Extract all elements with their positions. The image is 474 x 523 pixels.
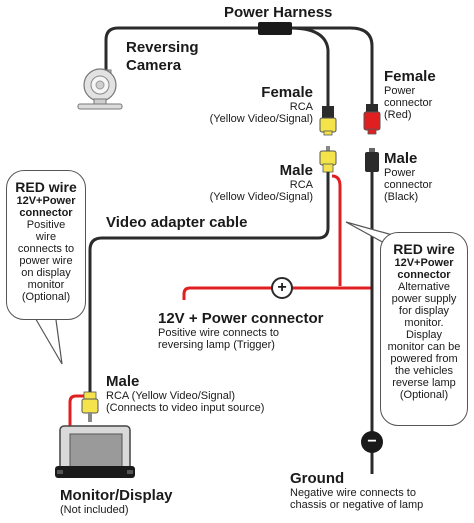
reversing-camera-line1: Reversing bbox=[126, 39, 199, 56]
plus-glyph: + bbox=[277, 279, 287, 296]
bubble-left-body-7: (Optional) bbox=[21, 291, 71, 303]
bubble-left-pointer bbox=[33, 315, 63, 365]
video-adapter-cable bbox=[88, 172, 330, 392]
bubble-right-body-7: powered from bbox=[390, 353, 458, 365]
monitor-label: Monitor/Display (Not included) bbox=[60, 487, 173, 516]
female-power-line2: connector bbox=[384, 97, 433, 109]
female-power-line3: (Red) bbox=[384, 109, 412, 121]
male-rca-connector bbox=[319, 146, 337, 173]
bubble-right-title: RED wire bbox=[393, 241, 455, 257]
monitor-rca-line2: (Connects to video input source) bbox=[106, 402, 265, 414]
monitor-line1: (Not included) bbox=[60, 504, 129, 516]
video-adapter-label: Video adapter cable bbox=[106, 214, 248, 231]
bubble-left-body-4: power wire bbox=[19, 255, 73, 267]
harness-junction-block bbox=[258, 22, 292, 35]
female-rca-connector bbox=[319, 106, 337, 136]
monitor-rca-connector bbox=[81, 391, 99, 422]
female-power-connector bbox=[363, 104, 381, 135]
bubble-left-body-1: Positive bbox=[26, 219, 66, 231]
monitor-title: Monitor/Display bbox=[60, 487, 173, 504]
monitor-rca-title: Male bbox=[106, 373, 140, 390]
minus-glyph: − bbox=[367, 433, 377, 450]
bubble-left-body-5: on display bbox=[21, 267, 71, 279]
ground-line2: chassis or negative of lamp bbox=[290, 499, 424, 511]
female-power-title: Female bbox=[384, 68, 436, 85]
red-wire-monitor bbox=[68, 394, 86, 428]
power-12v-label: 12V + Power connector Positive wire conn… bbox=[158, 310, 323, 351]
ground-line1: Negative wire connects to bbox=[290, 487, 416, 499]
camera-icon bbox=[77, 68, 123, 110]
monitor-icon bbox=[55, 425, 135, 478]
female-power-line1: Power bbox=[384, 85, 416, 97]
plus-symbol bbox=[271, 277, 293, 299]
ground-title: Ground bbox=[290, 470, 345, 487]
bubble-left-body-3: connects to bbox=[17, 243, 75, 255]
harness-cable-camera bbox=[104, 26, 262, 72]
reversing-camera-label: Reversing Camera bbox=[126, 39, 199, 75]
bubble-right-body-6: monitor can be bbox=[387, 341, 461, 353]
bubble-left: RED wire 12V+Power connector Positive wi… bbox=[6, 170, 86, 320]
bubble-right: RED wire 12V+Power connector Alternative… bbox=[380, 232, 468, 426]
bubble-left-title: RED wire bbox=[15, 179, 77, 195]
monitor-rca-label: Male RCA (Yellow Video/Signal) (Connects… bbox=[106, 373, 264, 414]
bubble-left-subtitle-1: 12V+Power bbox=[16, 195, 76, 207]
bubble-right-body-3: for display bbox=[398, 305, 450, 317]
power-12v-line2: reversing lamp (Trigger) bbox=[158, 339, 275, 351]
minus-symbol bbox=[361, 431, 383, 453]
male-power-line3: (Black) bbox=[384, 191, 419, 203]
bubble-right-body-1: Alternative bbox=[398, 281, 450, 293]
bubble-right-body-10: (Optional) bbox=[399, 389, 449, 401]
male-rca-title: Male bbox=[279, 162, 313, 179]
bubble-left-subtitle-2: connector bbox=[19, 207, 73, 219]
power-12v-title: 12V + Power connector bbox=[158, 310, 324, 327]
female-rca-title: Female bbox=[261, 84, 313, 101]
red-wire-12v bbox=[182, 286, 372, 300]
bubble-right-body-8: the vehicles bbox=[394, 365, 454, 377]
bubble-right-body-9: reverse lamp bbox=[392, 377, 456, 389]
male-rca-label: Male RCA (Yellow Video/Signal) bbox=[210, 162, 313, 203]
bubble-right-body-2: power supply bbox=[391, 293, 457, 305]
male-power-label: Male Power connector (Black) bbox=[384, 150, 432, 203]
bubble-right-body-4: monitor. bbox=[404, 317, 444, 329]
power-harness-label: Power Harness bbox=[224, 4, 333, 21]
female-rca-line2: (Yellow Video/Signal) bbox=[209, 113, 313, 125]
red-wire-adapter bbox=[331, 174, 342, 286]
harness-cable-rca bbox=[289, 26, 330, 110]
female-power-label: Female Power connector (Red) bbox=[384, 68, 436, 121]
bubble-left-body-6: monitor bbox=[27, 279, 65, 291]
male-power-line2: connector bbox=[384, 179, 433, 191]
power-12v-line1: Positive wire connects to bbox=[158, 327, 280, 339]
reversing-camera-line2: Camera bbox=[126, 57, 182, 74]
male-power-line1: Power bbox=[384, 167, 416, 179]
bubble-left-body-2: wire bbox=[35, 231, 57, 243]
ground-label: Ground Negative wire connects to chassis… bbox=[290, 470, 423, 511]
male-rca-line2: (Yellow Video/Signal) bbox=[209, 191, 313, 203]
male-rca-line1: RCA bbox=[289, 179, 313, 191]
female-rca-line1: RCA bbox=[289, 101, 313, 113]
female-rca-label: Female RCA (Yellow Video/Signal) bbox=[210, 84, 313, 125]
monitor-rca-line1: RCA (Yellow Video/Signal) bbox=[106, 390, 236, 402]
bubble-right-subtitle-1: 12V+Power bbox=[394, 257, 454, 269]
male-power-connector bbox=[365, 148, 379, 172]
male-power-title: Male bbox=[384, 150, 418, 167]
harness-cable-right bbox=[290, 26, 374, 106]
bubble-right-body-5: Display bbox=[405, 329, 443, 341]
bubble-right-subtitle-2: connector bbox=[397, 269, 451, 281]
